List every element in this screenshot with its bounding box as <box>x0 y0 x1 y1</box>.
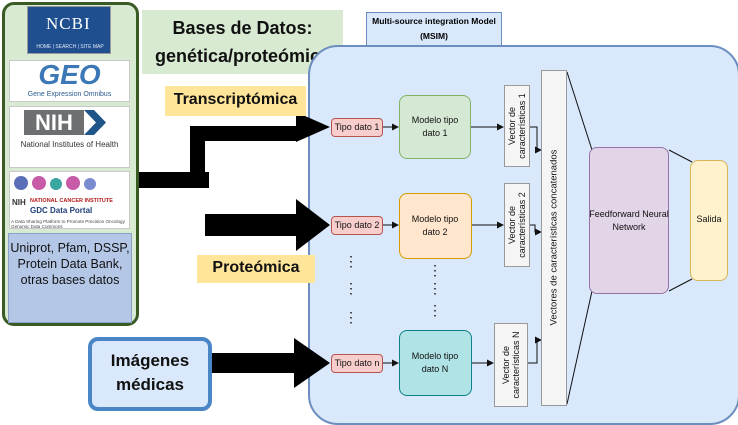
msim-title: Multi-source integration Model (MSIM) <box>372 16 496 41</box>
transcriptomics-label: Transcriptómica <box>173 91 298 108</box>
ffnn-box <box>589 147 669 294</box>
other-databases-box <box>8 233 132 323</box>
row2-vector-to-concat <box>530 224 542 236</box>
ellipsis-model-2: ⋮ <box>428 280 442 296</box>
vector-box-1 <box>504 85 530 167</box>
concat-to-ffnn-bottom <box>566 290 593 405</box>
type-label-1: Tipo dato 1 <box>334 122 380 132</box>
concat-vector-box <box>541 70 567 406</box>
model-label-n: Modelo tipo dato N <box>411 351 459 374</box>
ellipsis-type-3: ⋮ <box>344 309 358 325</box>
geo-logo-subtitle: Gene Expression Omnibus <box>27 91 112 98</box>
gdc-graphic-icon <box>84 178 96 190</box>
ellipsis-model-3: ⋮ <box>428 302 442 318</box>
vector-label-2: Vector de características 2 <box>507 192 527 258</box>
nih-logo-subtitle: National Institutes of Health <box>20 140 119 149</box>
ncbi-logo-text: NCBI <box>46 14 91 33</box>
model-box-2 <box>399 193 472 259</box>
model-box-1 <box>399 95 471 159</box>
type-box-1 <box>331 118 383 137</box>
gdc-nih-mark: NIH <box>12 198 26 207</box>
vector-box-n <box>494 323 528 407</box>
output-label: Salida <box>696 214 722 224</box>
ncbi-logo <box>27 6 111 54</box>
nih-arrow-icon <box>84 110 106 135</box>
rowN-vector-to-concat <box>528 336 542 364</box>
gdc-institute: NATIONAL CANCER INSTITUTE <box>30 198 113 204</box>
proteomics-box <box>197 255 315 283</box>
type-box-n <box>331 354 383 373</box>
ellipsis-model-1: ⋮ <box>428 262 442 278</box>
type-label-n: Tipo dato n <box>334 358 380 368</box>
model-label-2: Modelo tipo dato 2 <box>411 214 459 237</box>
ncbi-logo-subtitle: HOME | SEARCH | SITE MAP <box>36 44 104 50</box>
vector-box-2 <box>504 183 530 267</box>
proteomics-label: Proteómica <box>212 259 300 276</box>
row1-vector-to-concat <box>530 126 542 154</box>
type-box-2 <box>331 216 383 235</box>
ffnn-to-output-top <box>668 149 693 163</box>
concat-vector-label: Vectores de características concatenados <box>548 149 560 326</box>
gdc-title: GDC Data Portal <box>30 206 93 215</box>
gdc-graphic-icon <box>14 176 28 190</box>
db-branch-arrow <box>139 112 330 251</box>
transcriptomics-box <box>165 86 306 116</box>
nih-logo-text: NIH <box>24 110 84 135</box>
ffnn-to-output-bottom <box>668 278 693 292</box>
geo-logo <box>9 60 130 102</box>
ellipsis-type-1: ⋮ <box>344 253 358 269</box>
images-arrow <box>212 338 330 388</box>
concat-to-ffnn-top <box>566 71 593 151</box>
vector-label-1: Vector de características 1 <box>507 93 527 159</box>
type-label-2: Tipo dato 2 <box>334 220 380 230</box>
gdc-subtitle: A Data Sharing Platform to Promote Preci… <box>11 219 125 229</box>
msim-header-box <box>366 12 502 46</box>
medical-images-label: Imágenes médicas <box>110 351 190 394</box>
db-branch-stem <box>139 172 209 188</box>
other-databases-label: Uniprot, Pfam, DSSP, Protein Data Bank, … <box>10 241 130 287</box>
output-box <box>690 160 728 281</box>
vector-label-n: Vector de características N <box>501 331 521 399</box>
ellipsis-type-2: ⋮ <box>344 280 358 296</box>
model-label-1: Modelo tipo dato 1 <box>411 115 459 138</box>
geo-logo-text: GEO <box>38 59 101 90</box>
ffnn-label: Feedforward Neural Network <box>589 209 669 232</box>
gdc-graphic-icon <box>66 176 80 190</box>
db-title: Bases de Datos: genética/proteómica <box>154 18 331 66</box>
model-box-n <box>399 330 472 396</box>
gdc-graphic-icon <box>32 176 46 190</box>
gdc-graphic-icon <box>50 178 62 190</box>
medical-images-box <box>88 337 212 411</box>
